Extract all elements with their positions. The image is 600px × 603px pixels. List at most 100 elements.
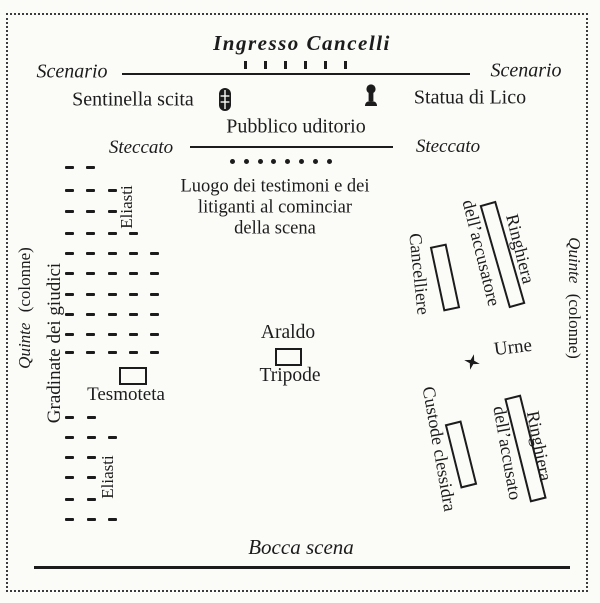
label-sentinella-scita: Sentinella scita <box>72 88 194 111</box>
witness-dot <box>312 159 318 164</box>
bench-dash <box>65 189 74 193</box>
bench-dash <box>107 333 117 337</box>
witness-dot <box>285 159 291 164</box>
label-gradinate-dei-giudici: Gradinate dei giudici <box>44 262 66 424</box>
bench-dash <box>65 252 74 256</box>
bench-dash <box>65 476 74 480</box>
bench-dash <box>65 518 74 522</box>
bench-dash <box>107 293 117 297</box>
gate-tick <box>264 61 267 69</box>
bench-dash <box>86 436 96 440</box>
gate-tick <box>344 61 347 69</box>
colonne-left-text: (colonne) <box>15 247 35 313</box>
bench-dash <box>107 189 117 193</box>
label-tesmoteta: Tesmoteta <box>87 384 165 406</box>
bench-dash <box>86 293 96 297</box>
bench-dash <box>86 498 96 502</box>
shield-icon <box>218 87 232 117</box>
bench-dash <box>86 210 96 214</box>
bench-dash <box>128 272 138 276</box>
label-eliasti-lower: Eliasti <box>98 455 118 499</box>
tesmoteta-marker <box>119 367 147 385</box>
gate-tick <box>244 61 247 69</box>
label-steccato-left: Steccato <box>108 137 174 159</box>
label-pubblico-uditorio: Pubblico uditorio <box>226 115 366 138</box>
bench-dash <box>86 333 96 337</box>
bench-dash <box>150 272 160 276</box>
dotted-border <box>6 13 588 592</box>
bench-dash <box>128 252 138 256</box>
bench-dash <box>86 313 96 317</box>
witness-line-3: della scena <box>234 218 316 239</box>
bench-dash <box>65 498 74 502</box>
witness-dot <box>243 159 249 164</box>
witness-line-2: litiganti al cominciar <box>197 197 353 218</box>
bench-dash <box>86 456 96 460</box>
scenario-line <box>122 73 470 75</box>
bench-dash <box>128 351 138 355</box>
bench-dash <box>107 351 117 355</box>
bench-dash <box>65 333 74 337</box>
bench-dash <box>107 210 117 214</box>
label-scenario-right: Scenario <box>490 59 562 82</box>
title-ingresso-cancelli: Ingresso Cancelli <box>213 30 391 55</box>
bench-dash <box>65 313 74 317</box>
bench-dash <box>65 351 74 355</box>
witness-dot <box>299 159 304 164</box>
label-tripode: Tripode <box>259 364 321 386</box>
label-steccato-right: Steccato <box>415 136 481 158</box>
bench-dash <box>150 333 160 337</box>
quinte-right-text: Quinte <box>564 237 584 284</box>
bench-dash <box>65 166 74 170</box>
bench-dash <box>65 272 74 276</box>
gate-tick <box>324 61 327 69</box>
bench-dash <box>86 232 96 236</box>
bench-dash <box>128 293 138 297</box>
bench-dash <box>65 456 74 460</box>
gate-tick <box>304 61 307 69</box>
bench-dash <box>107 272 117 276</box>
bench-dash <box>150 351 160 355</box>
label-scenario-left: Scenario <box>36 60 108 83</box>
witness-dot <box>271 159 277 164</box>
label-statua-di-lico: Statua di Lico <box>413 86 527 109</box>
stage-front-line <box>34 566 570 569</box>
quinte-left-text: Quinte <box>15 322 35 369</box>
witness-line-1: Luogo dei testimoni e dei <box>180 176 370 197</box>
label-eliasti-upper: Eliasti <box>117 185 137 229</box>
bench-dash <box>150 313 160 317</box>
label-witness-area: Luogo dei testimoni e dei litiganti al c… <box>180 177 369 240</box>
bench-dash <box>86 252 96 256</box>
bench-dash <box>65 210 74 214</box>
bench-dash <box>86 518 96 522</box>
bench-dash <box>65 293 74 297</box>
colonne-right-text: (colonne) <box>564 293 584 359</box>
bench-dash <box>107 232 117 236</box>
bench-dash <box>107 313 117 317</box>
bench-dash <box>86 351 96 355</box>
label-araldo: Araldo <box>260 321 316 343</box>
witness-dot <box>257 159 263 164</box>
statue-icon <box>362 84 380 112</box>
star-icon <box>464 354 480 375</box>
bench-dash <box>107 252 117 256</box>
bench-dash <box>128 313 138 317</box>
bench-dash <box>108 518 117 522</box>
bench-dash <box>86 416 96 420</box>
label-quinte-colonne-left: Quinte (colonne) <box>15 247 35 369</box>
bench-dash <box>86 476 96 480</box>
bench-dash <box>128 232 138 236</box>
label-quinte-colonne-right: Quinte (colonne) <box>564 237 584 359</box>
bench-dash <box>65 416 74 420</box>
gate-tick <box>284 61 287 69</box>
bench-dash <box>150 252 160 256</box>
bench-dash <box>65 436 74 440</box>
witness-dot <box>230 159 235 164</box>
tripode-marker <box>274 348 302 366</box>
bench-dash <box>86 189 96 193</box>
witness-dot <box>326 159 332 164</box>
bench-dash <box>108 436 117 440</box>
bench-dash <box>86 166 96 170</box>
bench-dash <box>86 272 96 276</box>
